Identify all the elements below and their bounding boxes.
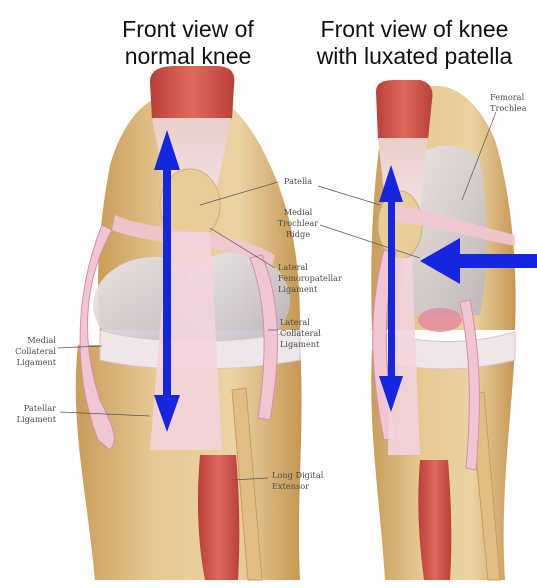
label-long-digital-extensor-1: Long Digital xyxy=(272,470,324,480)
label-medial-trochlear-ridge-2: Trochlear xyxy=(278,218,319,228)
label-medial-collateral-1: Medial xyxy=(27,335,56,345)
right-vertical-arrow-shaft xyxy=(388,200,395,380)
label-lateral-collateral-2: Collateral xyxy=(280,328,321,338)
label-long-digital-extensor-2: Extensor xyxy=(272,481,309,491)
label-medial-trochlear-ridge-1: Medial xyxy=(284,207,313,217)
label-medial-collateral-3: Ligament xyxy=(17,357,57,367)
label-lateral-femoropatellar-1: Lateral xyxy=(278,262,308,272)
label-lateral-collateral-3: Ligament xyxy=(280,339,320,349)
label-patellar-ligament-1: Patellar xyxy=(24,403,56,413)
label-femoral-trochlea-1: Femoral xyxy=(490,92,525,102)
normal-knee-illustration xyxy=(76,66,302,580)
label-lateral-collateral-1: Lateral xyxy=(280,317,310,327)
label-lateral-femoropatellar-2: Femoropatellar xyxy=(278,273,342,283)
label-patella: Patella xyxy=(284,176,312,186)
left-vertical-arrow-shaft xyxy=(163,165,171,400)
label-medial-collateral-2: Collateral xyxy=(15,346,56,356)
label-medial-trochlear-ridge-3: Ridge xyxy=(286,229,310,239)
leader-patella-right xyxy=(318,186,380,205)
horizontal-arrow-shaft xyxy=(458,254,537,268)
label-patellar-ligament-2: Ligament xyxy=(17,414,57,424)
label-femoral-trochlea-2: Trochlea xyxy=(490,103,527,113)
label-lateral-femoropatellar-3: Ligament xyxy=(278,284,318,294)
